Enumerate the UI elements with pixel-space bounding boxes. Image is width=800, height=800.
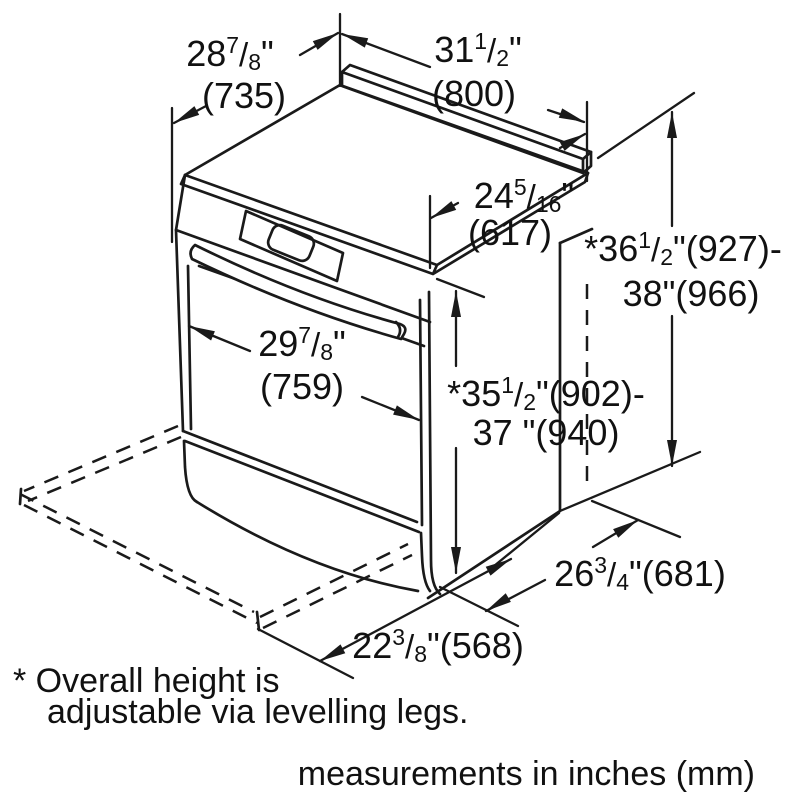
display-window [266, 223, 316, 263]
range-body [174, 63, 594, 600]
label-cooktop-depth-mm: (617) [468, 212, 552, 253]
label-worktop-height-1: *351/2"(902)- [447, 372, 645, 415]
note-line-1: * Overall height is [13, 662, 279, 700]
label-overall-height-2: 38"(966) [623, 273, 760, 314]
floor-corner-front [255, 610, 261, 632]
label-base-depth: 263/4"(681) [554, 552, 726, 595]
dimension-labels: 287/8" (735) 311/2" (800) 245/16" (617) … [186, 28, 782, 667]
dimension-arrowheads [174, 33, 677, 661]
control-panel-display [238, 209, 345, 283]
extension-lines [170, 12, 702, 680]
drawer-right-edge [419, 531, 432, 593]
label-worktop-height-2: 37 "(940) [473, 412, 620, 453]
note-line-2: adjustable via levelling legs. [47, 693, 468, 731]
side-top-ridge [558, 227, 594, 245]
drawer-top-edge [183, 439, 421, 534]
door-bottom-edge [181, 429, 419, 524]
drawer-bottom-curve [195, 500, 420, 593]
floor-corner-left [18, 487, 23, 506]
handle-end-cap [394, 320, 402, 339]
label-back-width-mm: (800) [432, 73, 516, 114]
oven-door-handle [189, 243, 407, 341]
footer-units-note: measurements in inches (mm) [298, 755, 755, 793]
left-edge [174, 173, 187, 433]
base-right-edge [427, 290, 442, 596]
label-back-width-in: 311/2" [434, 28, 522, 71]
label-top-depth-in: 287/8" [186, 32, 274, 75]
label-cooktop-depth-in: 245/16" [474, 174, 574, 217]
door-left-inner-edge [186, 264, 193, 431]
control-panel-strip [174, 228, 432, 324]
dim-base-width [318, 557, 513, 663]
label-base-width: 223/8"(568) [352, 624, 524, 667]
side-floor-edge [426, 509, 562, 600]
drawer-left-edge [182, 439, 199, 504]
front-right-edge [418, 298, 424, 527]
floor-outline-dashed [18, 424, 413, 632]
label-top-depth-mm: (735) [202, 75, 286, 116]
annotations: * Overall height is adjustable via level… [13, 662, 755, 793]
label-door-width-in: 297/8" [258, 322, 346, 365]
label-overall-height-1: *361/2"(927)- [584, 227, 782, 270]
label-door-width-mm: (759) [260, 366, 344, 407]
